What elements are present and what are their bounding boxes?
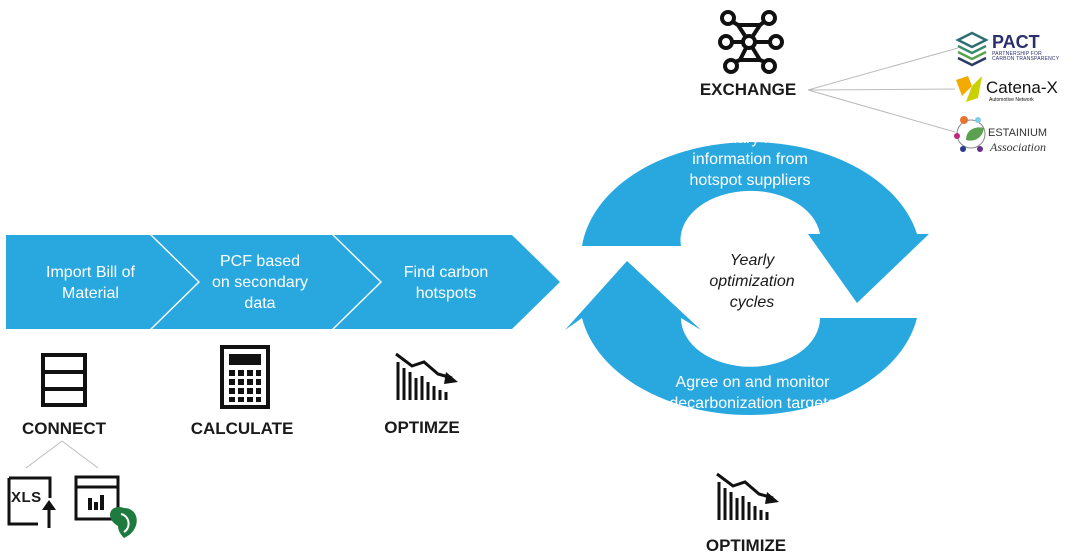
chevron-pcf-label: PCF based on secondary data — [190, 245, 330, 320]
label-line: Material — [62, 284, 119, 302]
label-line: hotspot suppliers — [689, 171, 811, 189]
cycle-bottom-label: Agree on and monitor decarbonization tar… — [630, 370, 875, 416]
label-line: optimization — [709, 273, 795, 290]
cycle-arrow-top — [582, 142, 929, 303]
estainium-logo-icon — [954, 116, 986, 152]
catena-x-name: Catena-X — [986, 78, 1058, 97]
chevron-pcf — [152, 235, 380, 329]
table-icon — [41, 353, 87, 407]
label-line: Yearly — [729, 252, 775, 269]
label-line: information from — [692, 150, 808, 168]
catena-x-subtitle: Automotive Network — [989, 97, 1034, 103]
trend-down-icon — [716, 472, 779, 520]
exchange-lines — [807, 47, 959, 133]
label-line: Primary PCF — [704, 129, 796, 147]
label-line: PARTNERSHIP FOR — [992, 51, 1042, 57]
calculator-icon — [220, 345, 270, 409]
estainium-name: ESTAINIUM — [988, 127, 1048, 139]
label-line: data — [244, 295, 276, 312]
label-line: CARBON TRANSPARENCY — [992, 56, 1060, 62]
label-line: PCF based — [219, 253, 301, 270]
xls-label: XLS — [11, 489, 42, 506]
pact-name: PACT — [992, 32, 1040, 52]
cycle-center-label: Yearly optimization cycles — [690, 250, 814, 313]
exchange-label: EXCHANGE — [699, 80, 797, 99]
label-line: Find carbon — [403, 263, 489, 281]
pact-subtitle: PARTNERSHIP FOR CARBON TRANSPARENCY — [992, 52, 1059, 62]
label-line: on secondary — [211, 274, 309, 291]
chevron-hotspots-label: Find carbon hotspots — [378, 245, 514, 320]
label-line: Agree on and monitor — [675, 374, 830, 391]
optimze-label: OPTIMZE — [384, 418, 460, 437]
label-line: cycles — [729, 294, 775, 311]
cycle-top-label: Primary PCF information from hotspot sup… — [650, 126, 850, 192]
label-line: decarbonization targets — [669, 395, 836, 412]
pact-logo-icon — [955, 31, 989, 67]
optimize-label: OPTIMIZE — [705, 536, 787, 555]
label-line: Import Bill of — [46, 263, 135, 281]
catena-x-logo-icon — [956, 76, 982, 102]
calculate-label: CALCULATE — [190, 419, 294, 438]
estainium-subtitle: Association — [990, 140, 1046, 154]
cycle-arrow-bottom — [565, 261, 917, 416]
label-line: hotspots — [415, 284, 477, 302]
network-icon — [718, 10, 784, 74]
connect-label: CONNECT — [21, 419, 107, 438]
erp-window-icon — [74, 475, 137, 538]
chevron-hotspots — [334, 235, 560, 329]
xls-upload-icon — [7, 476, 56, 528]
connect-lines — [25, 440, 99, 469]
chevron-import — [6, 235, 198, 329]
trend-down-icon — [395, 352, 458, 400]
chevron-import-label: Import Bill of Material — [18, 245, 163, 320]
